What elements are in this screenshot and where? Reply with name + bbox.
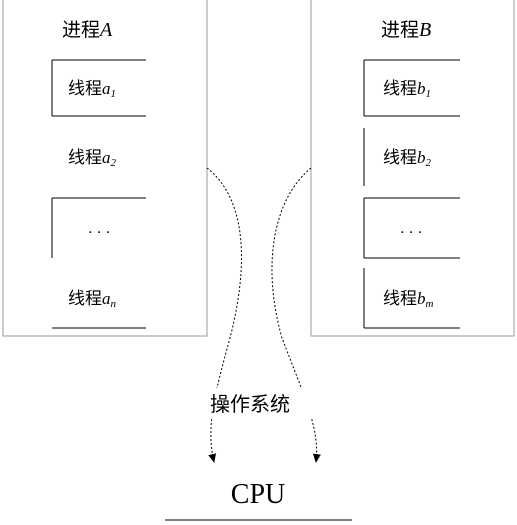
thread-an: 线程an [52,289,146,329]
thread-an-label: 线程an [68,289,117,310]
thread-b1-label: 线程b1 [383,79,431,100]
thread-a-ellipsis: · · · [51,197,146,258]
cpu-label: CPU [231,479,285,510]
schedule-curve-a [206,167,242,463]
process-a-title: 进程A [62,19,113,41]
thread-b1-frame [363,59,460,117]
thread-b-ellipsis: · · · [363,197,460,259]
thread-bm-frame [363,268,460,329]
thread-b1: 线程b1 [363,59,460,117]
os-label: 操作系统 [210,392,290,416]
thread-a1-label: 线程a1 [68,79,116,100]
thread-bm-label: 线程bm [383,289,434,310]
thread-b2-label: 线程b2 [383,148,432,169]
thread-a2: 线程a2 [68,148,117,169]
thread-a-ellipsis-frame [51,197,146,258]
thread-a1-frame [51,59,146,117]
process-b-title: 进程B [381,19,431,41]
thread-b2: 线程b2 [363,128,432,186]
process-b-frame [310,0,515,337]
schedule-curve-b [271,167,321,463]
thread-a1: 线程a1 [51,59,146,117]
thread-a2-label: 线程a2 [68,148,117,169]
thread-bm: 线程bm [363,268,460,329]
thread-a-ellipsis-text: · · · [88,225,110,241]
os-label-background [206,388,318,418]
thread-b-ellipsis-frame [363,197,460,259]
process-a-frame [2,0,208,337]
process-b-box: 进程B 线程b1 线程b2 · · · 线程bm [310,0,515,337]
thread-b-ellipsis-text: · · · [400,225,422,241]
process-a-box: 进程A 线程a1 线程a2 · · · 线程an [2,0,208,337]
